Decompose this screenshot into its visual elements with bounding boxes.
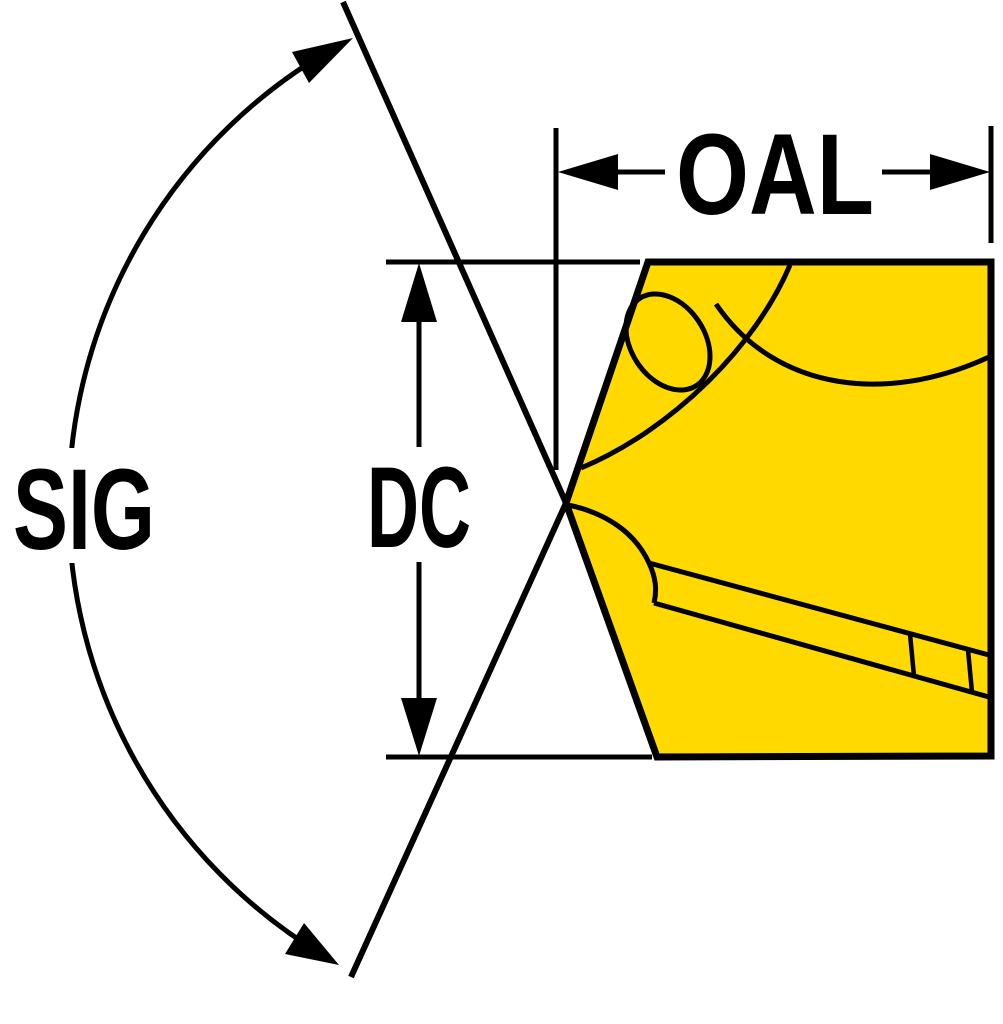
- oal-arrow-left-icon: [558, 154, 618, 190]
- insert-band-facet-left: [907, 633, 917, 677]
- insert-flute-curve: [580, 264, 793, 471]
- insert-margin-curve: [713, 302, 991, 387]
- sig-arrow-bottom-icon: [285, 923, 339, 965]
- sig-arrow-top-icon: [292, 38, 353, 83]
- insert-band-upper: [648, 560, 990, 658]
- dc-label: DC: [367, 444, 471, 572]
- insert-body: [562, 258, 995, 761]
- insert-band-lower: [653, 600, 990, 700]
- dc-arrow-down-icon: [401, 698, 437, 756]
- oal-label: OAL: [676, 111, 874, 239]
- insert-tip-edge: [567, 502, 659, 604]
- dc-arrow-up-icon: [401, 263, 437, 322]
- insert-facet-oval: [623, 291, 713, 393]
- sig-label-backdrop: [2, 448, 164, 563]
- insert-band-facet-right: [965, 649, 975, 693]
- sig-label: SIG: [13, 446, 155, 574]
- oal-arrow-right-icon: [930, 154, 990, 190]
